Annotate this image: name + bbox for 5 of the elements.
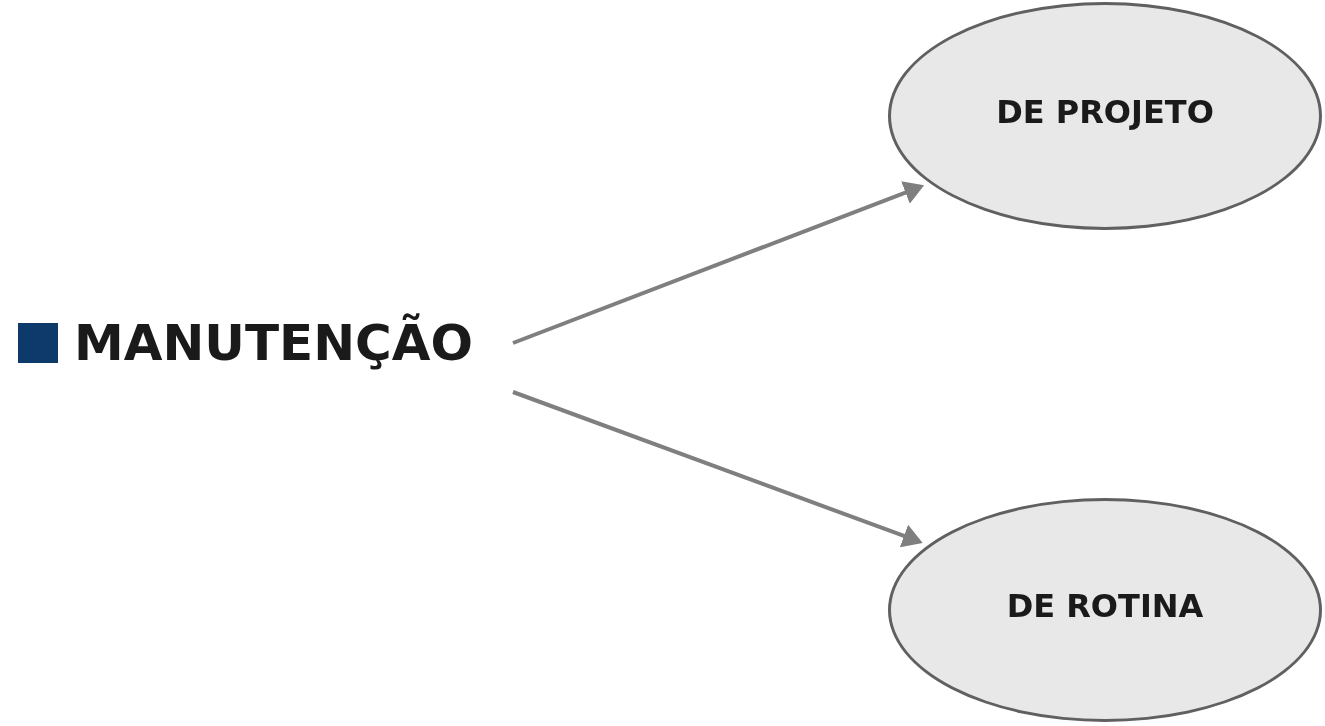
arrow [512, 181, 925, 345]
node-label: DE ROTINA [1006, 586, 1204, 627]
heading-text: MANUTENÇÃO [74, 312, 473, 374]
node-label: DE PROJETO [996, 92, 1214, 133]
arrow [512, 390, 923, 548]
